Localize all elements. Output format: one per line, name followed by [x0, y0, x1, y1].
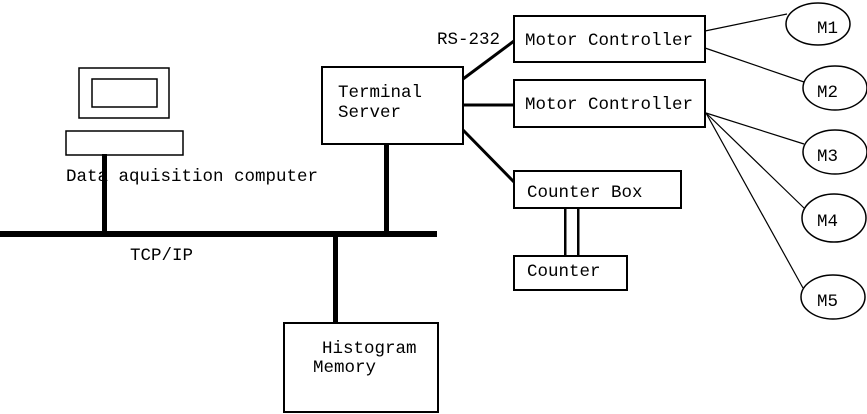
- counter-box: [513, 255, 628, 291]
- data-acquisition-computer-label: Data aquisition computer: [66, 167, 318, 187]
- link-motor-controller-1-m1: [704, 13, 788, 32]
- motor-m1-ellipse: [785, 2, 851, 46]
- counter-box-box: [513, 170, 682, 209]
- monitor-screen-icon: [91, 78, 158, 108]
- terminal-server-box: [321, 66, 464, 145]
- counter-box-label: Counter Box: [527, 183, 643, 203]
- drop-computer-to-bus: [102, 154, 107, 231]
- motor-m4-ellipse: [801, 193, 867, 243]
- link-terminal-server-motor-controller-1: [462, 39, 515, 81]
- node-boxes: [283, 15, 706, 413]
- drop-terminal-server-to-bus: [384, 144, 389, 231]
- motor-links: [704, 13, 805, 289]
- tcpip-bus: [0, 231, 437, 237]
- keyboard-icon: [65, 130, 184, 156]
- link-terminal-server-counter-box: [461, 128, 516, 184]
- histogram-memory-label-line2: Memory: [313, 358, 376, 378]
- histogram-memory-box: [283, 322, 439, 413]
- motor-controller-2-box: [513, 79, 706, 128]
- terminal-server-label-line2: Server: [338, 103, 401, 123]
- motor-m3-label: M3: [817, 147, 838, 167]
- terminal-server-label-line1: Terminal: [338, 83, 422, 103]
- rs232-links: [461, 39, 516, 184]
- motor-m2-ellipse: [802, 65, 867, 111]
- link-motor-controller-2-m4: [705, 112, 805, 209]
- motor-m3-ellipse: [802, 129, 867, 175]
- motor-nodes: [785, 2, 867, 320]
- motor-controller-1-box: [513, 15, 706, 63]
- motor-controller-1-label: Motor Controller: [525, 31, 693, 51]
- motor-m1-label: M1: [817, 19, 838, 39]
- counter-label: Counter: [527, 262, 601, 282]
- motor-m5-ellipse: [800, 274, 866, 320]
- rs232-label: RS-232: [437, 30, 500, 50]
- labels: Terminal Server Motor Controller Motor C…: [66, 19, 838, 378]
- tcpip-label: TCP/IP: [130, 246, 193, 266]
- motor-m4-label: M4: [817, 212, 838, 232]
- drop-bus-to-histogram-memory: [333, 237, 338, 323]
- computer-icon: [65, 67, 184, 156]
- motor-controller-2-label: Motor Controller: [525, 95, 693, 115]
- counter-box-to-counter-line-right: [577, 208, 580, 256]
- link-motor-controller-2-m3: [705, 112, 805, 145]
- network-bars: [0, 144, 580, 323]
- motor-m2-label: M2: [817, 83, 838, 103]
- link-motor-controller-1-m2: [704, 47, 805, 83]
- histogram-memory-label-line1: Histogram: [322, 339, 417, 359]
- link-motor-controller-2-m5: [705, 112, 804, 289]
- counter-box-to-counter-line-left: [564, 208, 567, 256]
- motor-m5-label: M5: [817, 292, 838, 312]
